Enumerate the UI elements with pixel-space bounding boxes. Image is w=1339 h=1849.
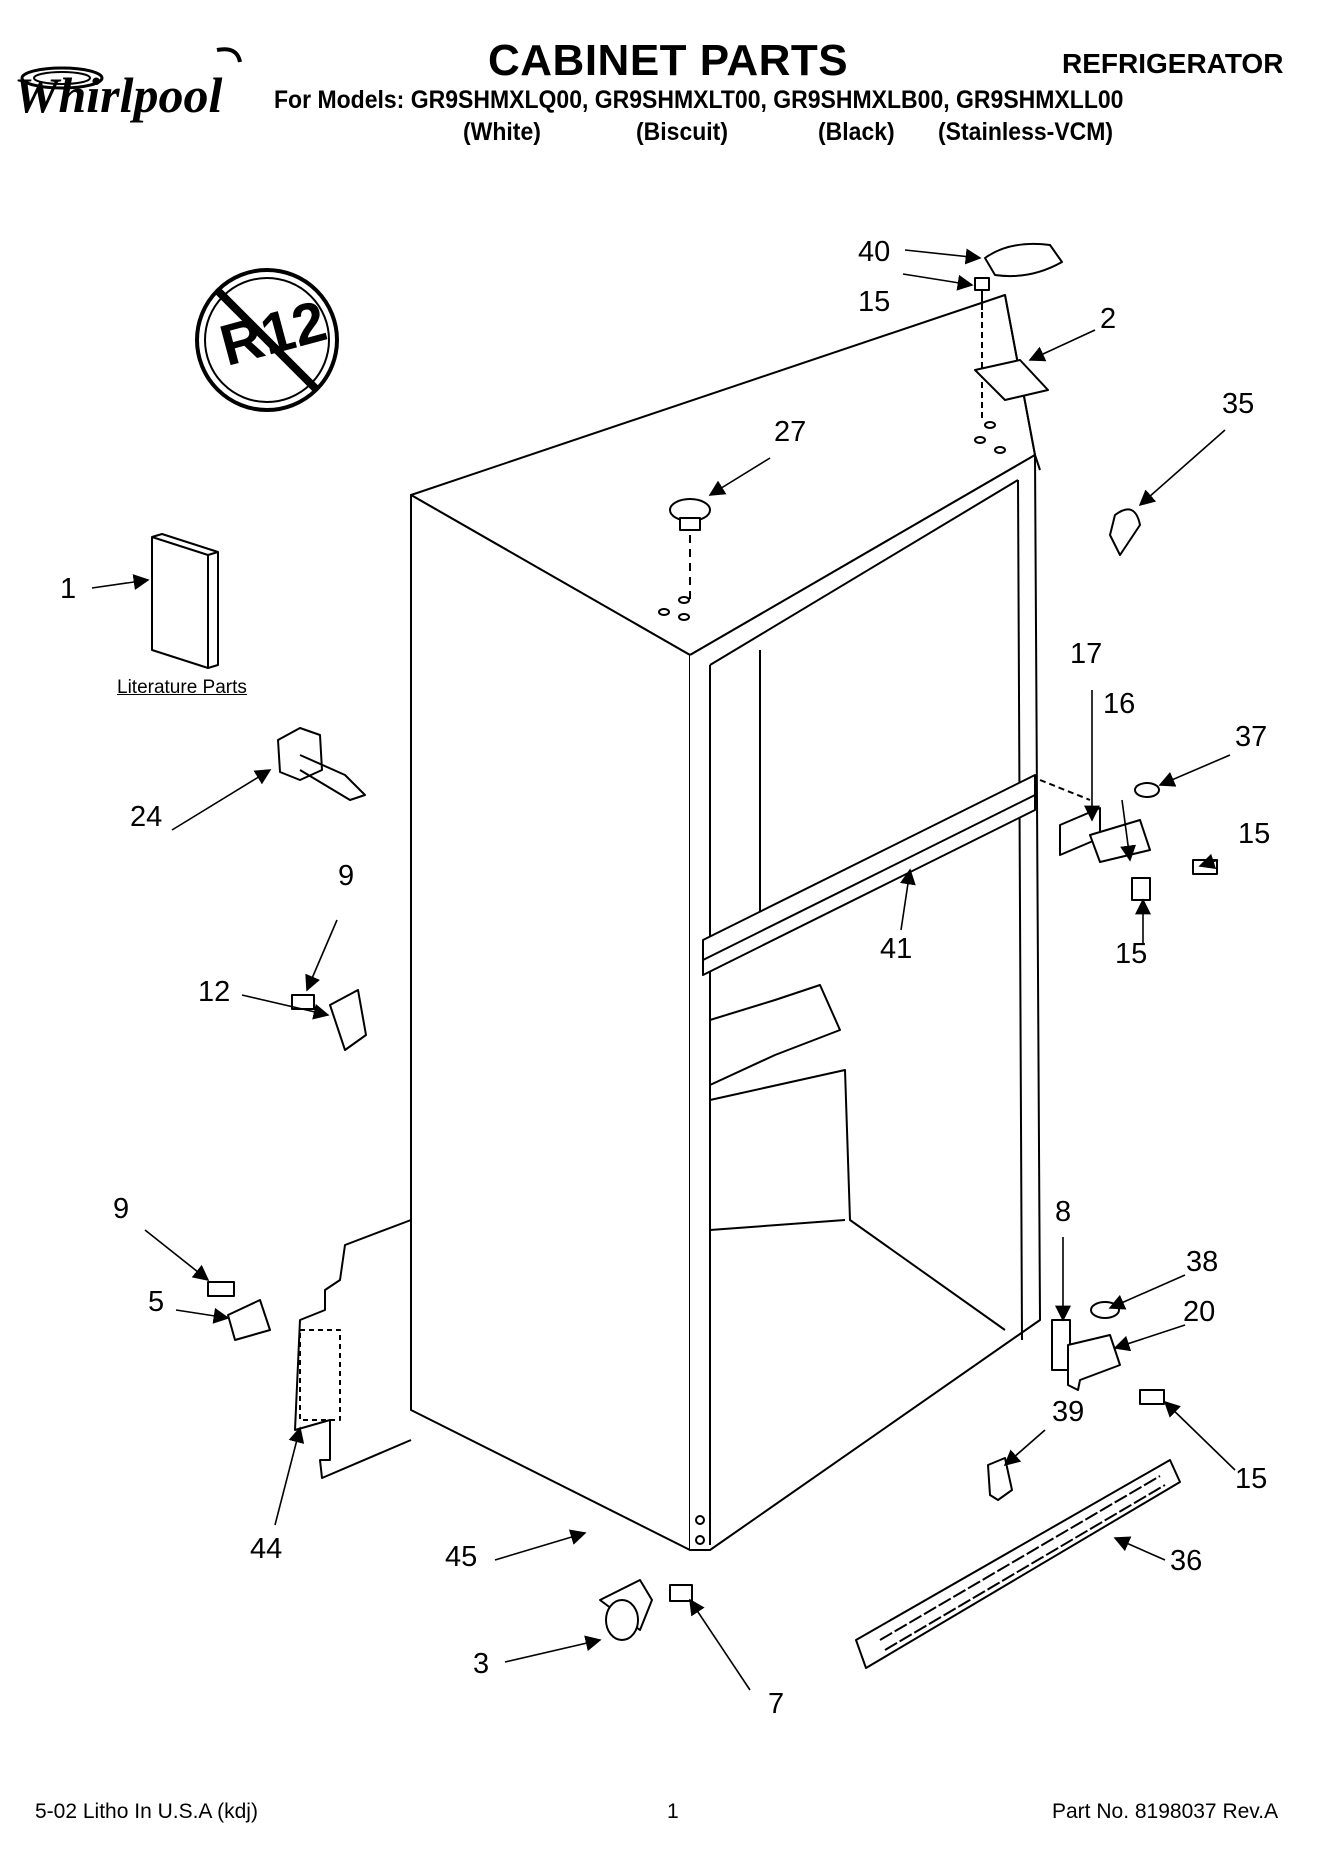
models-line: For Models: GR9SHMXLQ00, GR9SHMXLT00, GR…	[274, 86, 1124, 114]
callout-39: 39	[1052, 1396, 1085, 1428]
callout-5: 5	[148, 1286, 165, 1318]
callout-45: 45	[445, 1541, 478, 1573]
leader-lines	[91, 248, 1236, 1691]
callout-38: 38	[1186, 1246, 1219, 1278]
page-title: CABINET PARTS	[488, 36, 849, 85]
callout-9-lower: 9	[113, 1193, 130, 1225]
part-15-screw-lower	[1131, 877, 1151, 901]
part-15-screw-bottom	[1139, 1389, 1165, 1405]
literature-booklet	[151, 533, 219, 669]
callout-44: 44	[250, 1533, 283, 1565]
callout-15-top: 15	[858, 286, 891, 318]
literature-parts-label: Literature Parts	[117, 677, 247, 698]
part-36-toe-grille	[855, 1459, 1181, 1669]
footer-page-number: 1	[667, 1800, 679, 1823]
part-5-clamp	[207, 1281, 271, 1341]
part-16-17-hinge-bracket	[1039, 779, 1151, 863]
part-15-screw-top	[974, 277, 990, 420]
callout-36: 36	[1170, 1545, 1203, 1577]
part-24-pin	[277, 727, 366, 801]
callout-24: 24	[130, 801, 163, 833]
callout-1: 1	[60, 573, 77, 605]
callout-15-lower: 15	[1115, 938, 1148, 970]
callout-27: 27	[774, 416, 807, 448]
part-40-cap	[984, 242, 1063, 278]
callout-17: 17	[1070, 638, 1103, 670]
category-label: REFRIGERATOR	[1062, 48, 1284, 79]
footer-part-number: Part No. 8198037 Rev.A	[1052, 1800, 1279, 1823]
brand-name: Whirlpool	[14, 67, 223, 123]
part-27-plug	[669, 498, 711, 600]
part-35-cover	[1109, 508, 1141, 556]
no-r12-symbol	[195, 268, 339, 412]
brand-logo: Whirlpool	[14, 47, 242, 124]
callout-40: 40	[858, 236, 891, 268]
part-3-roller	[599, 1579, 653, 1641]
part-39-clip	[987, 1457, 1013, 1501]
color-white: (White)	[463, 118, 541, 146]
callout-20: 20	[1183, 1296, 1216, 1328]
callout-37: 37	[1235, 721, 1268, 753]
cabinet-shell	[294, 294, 1041, 1551]
callout-15-bottom: 15	[1235, 1463, 1268, 1495]
color-stainless: (Stainless-VCM)	[938, 118, 1114, 146]
callout-12: 12	[198, 976, 231, 1008]
callout-3: 3	[473, 1648, 490, 1680]
callout-41: 41	[880, 933, 913, 965]
callout-16: 16	[1103, 688, 1136, 720]
logo-swirl-icon	[20, 47, 242, 90]
crossbar-41	[702, 774, 1036, 976]
part-12-latch	[291, 989, 367, 1051]
part-37-washer	[1134, 782, 1160, 798]
callout-15-right: 15	[1238, 818, 1271, 850]
callout-9-upper: 9	[338, 860, 355, 892]
callout-8: 8	[1055, 1196, 1072, 1228]
footer-print-info: 5-02 Litho In U.S.A (kdj)	[35, 1800, 258, 1823]
color-black: (Black)	[818, 118, 895, 146]
callout-7: 7	[768, 1688, 785, 1720]
color-biscuit: (Biscuit)	[636, 118, 728, 146]
part-7-screw	[669, 1584, 693, 1602]
part-2-top-hinge	[974, 359, 1049, 401]
part-38-washer	[1090, 1301, 1120, 1319]
part-20-bottom-hinge	[1067, 1334, 1121, 1391]
callout-35: 35	[1222, 388, 1255, 420]
callout-2: 2	[1100, 303, 1117, 335]
